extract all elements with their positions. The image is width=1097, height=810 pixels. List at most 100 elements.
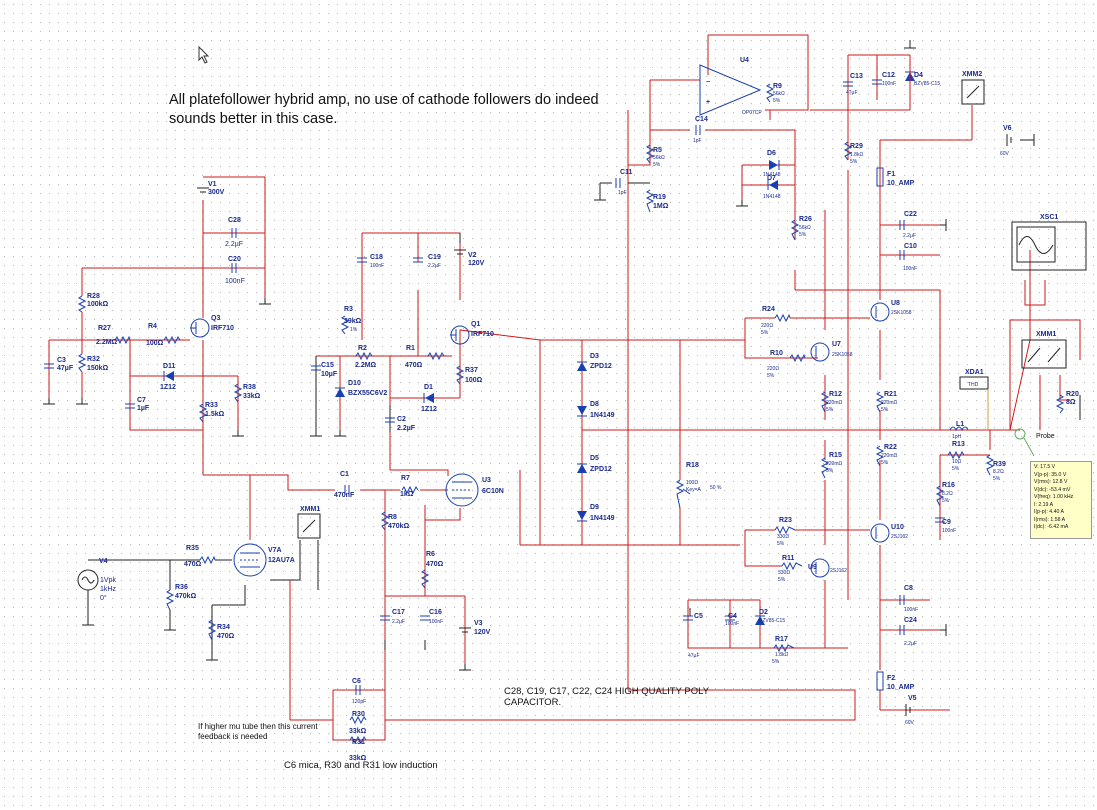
C12-capacitor[interactable]: C12 100nF bbox=[872, 72, 896, 87]
svg-text:100Ω: 100Ω bbox=[465, 377, 483, 384]
V7A-triode[interactable]: V7A 12AU7A bbox=[233, 543, 295, 577]
R12-resistor[interactable]: R12 220mΩ 5% bbox=[820, 391, 843, 413]
D7-diode[interactable]: D7 1N4148 bbox=[763, 175, 781, 200]
R32-resistor[interactable]: R32 150kΩ bbox=[77, 353, 109, 373]
R39-resistor[interactable]: R39 8.2Ω 5% bbox=[985, 454, 1006, 482]
V6-battery[interactable]: V6 60V bbox=[1000, 125, 1012, 157]
XMM2-meter[interactable]: XMM2 bbox=[961, 71, 985, 105]
D2-zener[interactable]: D2 BZV85-C15 bbox=[755, 609, 785, 625]
C22-capacitor[interactable]: C22 2.2µF bbox=[899, 211, 917, 239]
R3-resistor[interactable]: R3 39kΩ 1% bbox=[340, 306, 362, 335]
C4-capacitor[interactable]: C4 100nF bbox=[725, 613, 739, 627]
R13-resistor[interactable]: R13 10Ω 5% bbox=[947, 441, 965, 472]
svg-text:100nF: 100nF bbox=[942, 528, 956, 534]
R9-resistor[interactable]: R9 56kΩ 5% bbox=[765, 83, 785, 104]
D8-diode[interactable]: D8 1N4149 bbox=[577, 401, 615, 419]
XMM-meter-left[interactable]: XMM1 bbox=[297, 506, 321, 539]
C10-capacitor[interactable]: C10 100nF bbox=[899, 243, 917, 272]
R30-resistor[interactable]: R30 33kΩ bbox=[349, 711, 367, 735]
C15-capacitor[interactable]: C15 10µF bbox=[311, 362, 338, 378]
D10-zener[interactable]: D10 BZX55C6V2 bbox=[335, 380, 387, 397]
R16-resistor[interactable]: R16 8.2Ω 5% bbox=[935, 482, 955, 507]
XDA1-analyzer[interactable]: THD XDA1 bbox=[959, 369, 989, 430]
C14-capacitor[interactable]: C14 1pF bbox=[693, 116, 708, 144]
C28-capacitor[interactable]: C28 2.2µF bbox=[225, 217, 243, 248]
R18-potentiometer[interactable]: R18 100Ω Key=A 50 % bbox=[675, 462, 722, 509]
R6-resistor[interactable]: R6 470Ω bbox=[420, 551, 444, 589]
V1-battery[interactable]: V1 300V bbox=[197, 181, 225, 196]
C19-capacitor[interactable]: C19 2.2µF bbox=[413, 254, 441, 269]
U8-mosfet[interactable]: U8 2SK1058 bbox=[870, 300, 912, 322]
C6-capacitor[interactable]: C6 120pF bbox=[332, 678, 386, 741]
C9-capacitor[interactable]: C9 100nF bbox=[935, 517, 956, 534]
U3-triode[interactable]: U3 6C10N bbox=[445, 473, 504, 507]
XSC1-oscilloscope[interactable]: XSC1 bbox=[1011, 214, 1087, 271]
C7-capacitor[interactable]: C7 1µF bbox=[125, 397, 150, 412]
Q3-mosfet[interactable]: Q3 IRF710 bbox=[190, 315, 234, 338]
R1-resistor[interactable]: R1 470Ω bbox=[405, 345, 445, 369]
R22-resistor[interactable]: R22 220mΩ 5% bbox=[875, 444, 898, 467]
V1-value: 300V bbox=[208, 189, 225, 196]
svg-text:D7: D7 bbox=[767, 175, 776, 182]
D9-diode[interactable]: D9 1N4149 bbox=[577, 504, 615, 522]
D6-diode[interactable]: D6 1N4148 bbox=[763, 150, 781, 178]
R20-resistor[interactable]: R20 8Ω bbox=[1055, 391, 1079, 414]
R31-resistor[interactable]: R31 33kΩ bbox=[349, 735, 367, 762]
U7-mosfet[interactable]: U7 2SK1058 bbox=[810, 341, 853, 362]
R21-resistor[interactable]: R21 220mΩ 5% bbox=[875, 391, 898, 413]
R33-resistor[interactable]: R33 1.5kΩ bbox=[198, 402, 225, 423]
C5-capacitor[interactable]: C5 47µF bbox=[683, 613, 703, 659]
C18-capacitor[interactable]: C18 100nF bbox=[357, 254, 384, 269]
R36-resistor[interactable]: R36 470kΩ bbox=[165, 584, 197, 611]
R26-resistor[interactable]: R26 56kΩ 5% bbox=[790, 216, 812, 241]
R27-resistor[interactable]: R27 2.2MΩ bbox=[96, 325, 131, 346]
R24-resistor[interactable]: R24 220Ω 5% bbox=[761, 306, 791, 336]
R38-resistor[interactable]: R38 33kΩ bbox=[233, 383, 261, 403]
C2-capacitor[interactable]: C2 2.2µF bbox=[385, 416, 416, 432]
F2-fuse[interactable]: F2 10_AMP bbox=[876, 671, 915, 691]
R15-resistor[interactable]: R15 220mΩ 5% bbox=[820, 452, 843, 479]
R28-resistor[interactable]: R28 100kΩ bbox=[77, 293, 109, 313]
D3-zener[interactable]: D3 ZPD12 bbox=[577, 353, 612, 371]
XMM1-meter[interactable]: XMM1 bbox=[1021, 331, 1067, 369]
R2-resistor[interactable]: R2 2.2MΩ bbox=[355, 345, 377, 369]
R11-resistor[interactable]: R11 330Ω 5% bbox=[778, 555, 803, 583]
R35-resistor[interactable]: R35 470Ω bbox=[184, 545, 216, 568]
R23-resistor[interactable]: R23 330Ω 5% bbox=[774, 517, 796, 547]
L1-inductor[interactable]: L1 1pH bbox=[949, 421, 969, 440]
C8-capacitor[interactable]: C8 100nF bbox=[899, 585, 918, 613]
F1-fuse[interactable]: F1 10_AMP bbox=[876, 167, 915, 187]
R10-resistor[interactable]: R10 220Ω 5% bbox=[767, 350, 806, 379]
C1-capacitor[interactable]: C1 470nF bbox=[334, 471, 355, 499]
R19-resistor[interactable]: R19 1MΩ bbox=[645, 189, 669, 213]
D1-diode[interactable]: D1 1Z12 bbox=[421, 384, 437, 413]
R8-resistor[interactable]: R8 470kΩ bbox=[380, 511, 410, 531]
R29-resistor[interactable]: R29 1.8kΩ 5% bbox=[843, 141, 863, 165]
C20-capacitor[interactable]: C20 100nF bbox=[225, 256, 245, 285]
R34-resistor[interactable]: R34 470Ω bbox=[207, 619, 235, 641]
svg-text:100nF: 100nF bbox=[904, 607, 918, 613]
C13-capacitor[interactable]: C13 47µF bbox=[843, 73, 863, 96]
C3-capacitor[interactable]: C3 47µF bbox=[44, 357, 74, 372]
U4-opamp[interactable]: −+ U4 OP07CP bbox=[699, 57, 762, 116]
V5-battery[interactable]: V5 60V bbox=[905, 695, 917, 726]
Q1-mosfet[interactable]: Q1 IRF710 bbox=[450, 321, 494, 345]
C16-capacitor[interactable]: C16 100nF bbox=[420, 609, 443, 625]
R4-resistor[interactable]: R4 100Ω bbox=[146, 323, 181, 347]
R7-resistor[interactable]: R7 1kΩ bbox=[400, 475, 419, 498]
V3-battery[interactable]: V3 120V bbox=[459, 620, 491, 636]
D5-zener[interactable]: D5 ZPD12 bbox=[577, 455, 612, 473]
V4-source[interactable]: V4 1Vpk 1kHz 0° bbox=[77, 558, 116, 602]
V2-battery[interactable]: V2 120V bbox=[454, 249, 485, 267]
C11-capacitor[interactable]: C11 1pF bbox=[615, 169, 633, 196]
C24-capacitor[interactable]: C24 2.2µF bbox=[899, 617, 917, 647]
R5-resistor[interactable]: R5 56kΩ 5% bbox=[645, 144, 665, 168]
U10-mosfet[interactable]: U10 2SJ162 bbox=[870, 523, 908, 543]
D11-diode[interactable]: D11 1Z12 bbox=[160, 363, 176, 391]
R37-resistor[interactable]: R37 100Ω bbox=[455, 365, 483, 385]
U9-mosfet[interactable]: U9 2SJ162 bbox=[808, 558, 847, 578]
R17-resistor[interactable]: R17 1.8kΩ 5% bbox=[772, 636, 795, 665]
probe[interactable]: Probe bbox=[1014, 428, 1055, 457]
C17-capacitor[interactable]: C17 2.2µF bbox=[380, 609, 405, 625]
